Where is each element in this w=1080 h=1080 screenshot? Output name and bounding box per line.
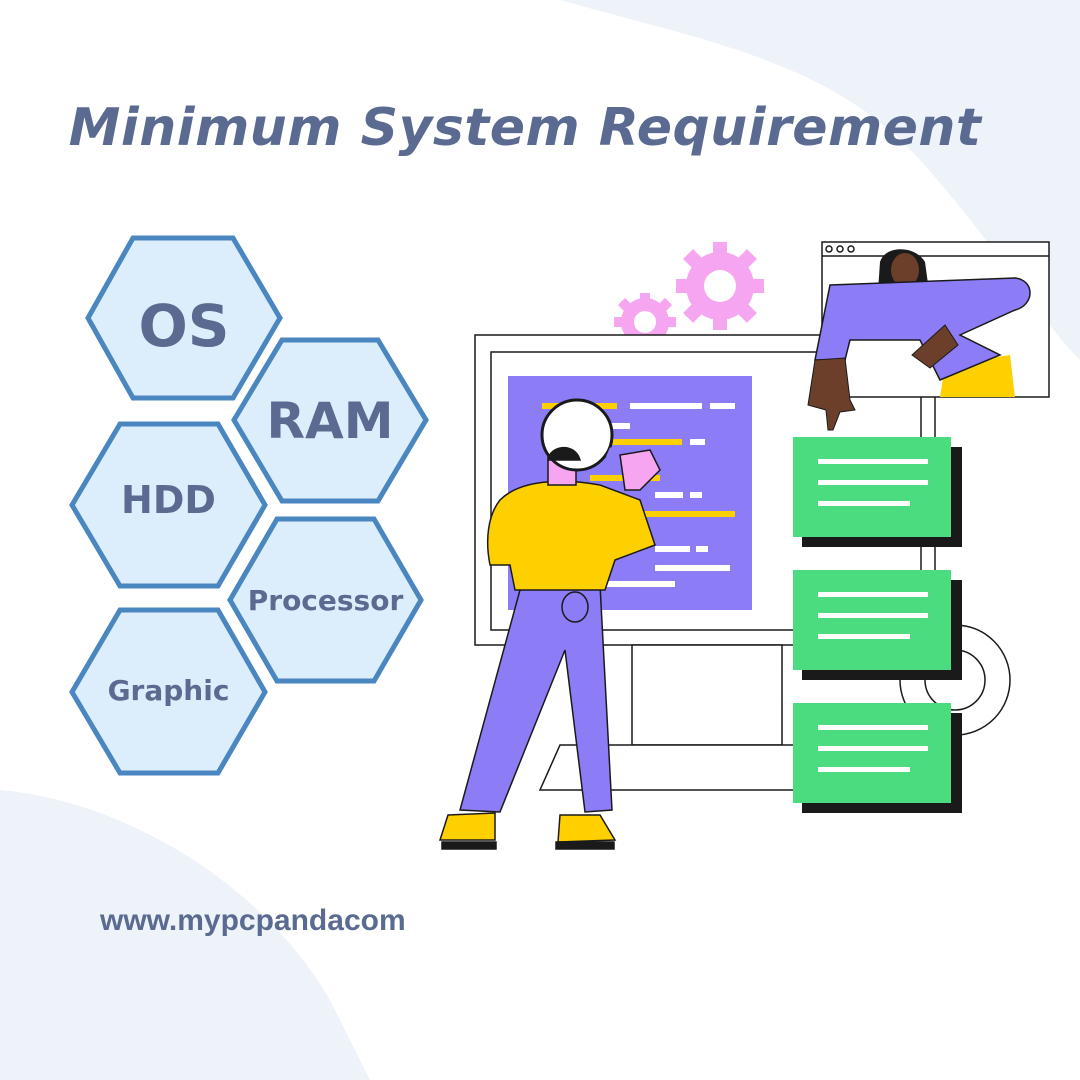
woman-figure xyxy=(807,249,1031,431)
website-url[interactable]: www.mypcpandacom xyxy=(100,904,406,937)
hex-label-processor: Processor xyxy=(247,584,404,617)
hex-graphic xyxy=(69,607,268,776)
hex-label-os: OS xyxy=(138,292,230,360)
gear-icon-small xyxy=(614,293,676,346)
man-figure xyxy=(438,398,661,850)
hex-label-graphic: Graphic xyxy=(107,674,230,707)
green-cards xyxy=(793,437,962,813)
hex-ram xyxy=(231,337,429,504)
page-title: Minimum System Requirement xyxy=(68,98,982,158)
hex-label-hdd: HDD xyxy=(121,478,216,522)
hex-os xyxy=(85,235,283,401)
hex-hdd xyxy=(69,421,268,589)
gear-icon-large xyxy=(676,242,764,330)
hex-processor xyxy=(227,516,424,684)
hex-label-ram: RAM xyxy=(266,392,394,450)
